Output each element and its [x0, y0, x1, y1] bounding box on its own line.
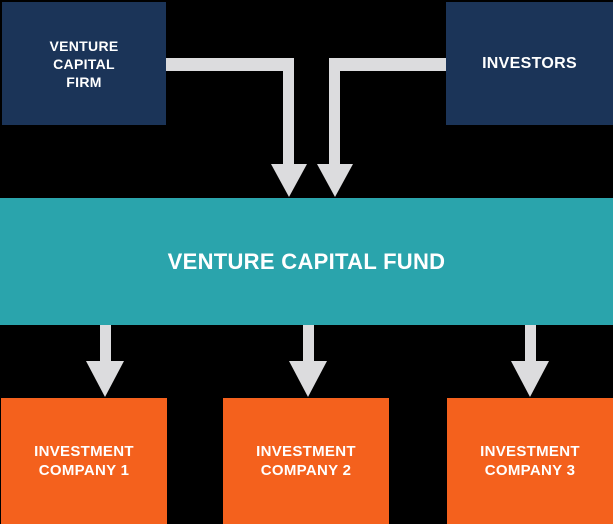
arrow-fund-to-company-3-shaft — [525, 325, 536, 361]
node-investment-company-2-label-line: COMPANY 2 — [260, 462, 352, 479]
arrow-firm-to-fund-head-icon — [271, 164, 307, 197]
node-venture-capital-firm-label-line: FIRM — [66, 73, 102, 90]
node-venture-capital-fund-label: VENTURE CAPITAL FUND — [167, 248, 446, 274]
node-investment-company-3: INVESTMENT COMPANY 3 — [447, 398, 613, 524]
arrow-investors-to-fund-horizontal-shaft — [329, 58, 446, 71]
node-investment-company-1-label-line: INVESTMENT — [34, 443, 134, 460]
arrow-fund-to-company-2-shaft — [303, 325, 314, 361]
arrow-firm-to-fund-vertical-shaft — [283, 58, 294, 164]
node-venture-capital-fund: VENTURE CAPITAL FUND — [0, 198, 613, 325]
arrow-fund-to-company-3-head-icon — [511, 361, 549, 397]
node-investment-company-3-label-line: COMPANY 3 — [484, 462, 576, 479]
node-venture-capital-firm-label-line: CAPITAL — [53, 55, 115, 72]
arrow-fund-to-company-1-shaft — [100, 325, 111, 361]
arrow-firm-to-fund-horizontal-shaft — [166, 58, 294, 71]
node-investment-company-2-label-line: INVESTMENT — [256, 443, 356, 460]
arrow-investors-to-fund-head-icon — [317, 164, 353, 197]
arrow-investors-to-fund-vertical-shaft — [329, 58, 340, 164]
arrow-fund-to-company-2-head-icon — [289, 361, 327, 397]
node-venture-capital-firm: VENTURE CAPITAL FIRM — [2, 2, 166, 125]
arrow-fund-to-company-1-head-icon — [86, 361, 124, 397]
node-investment-company-2: INVESTMENT COMPANY 2 — [223, 398, 389, 524]
node-investors-label: INVESTORS — [482, 54, 577, 72]
node-investment-company-1: INVESTMENT COMPANY 1 — [1, 398, 167, 524]
node-investment-company-3-label-line: INVESTMENT — [480, 443, 580, 460]
node-investment-company-1-label-line: COMPANY 1 — [38, 462, 130, 479]
node-investors: INVESTORS — [446, 2, 613, 125]
node-venture-capital-firm-label-line: VENTURE — [49, 37, 119, 54]
